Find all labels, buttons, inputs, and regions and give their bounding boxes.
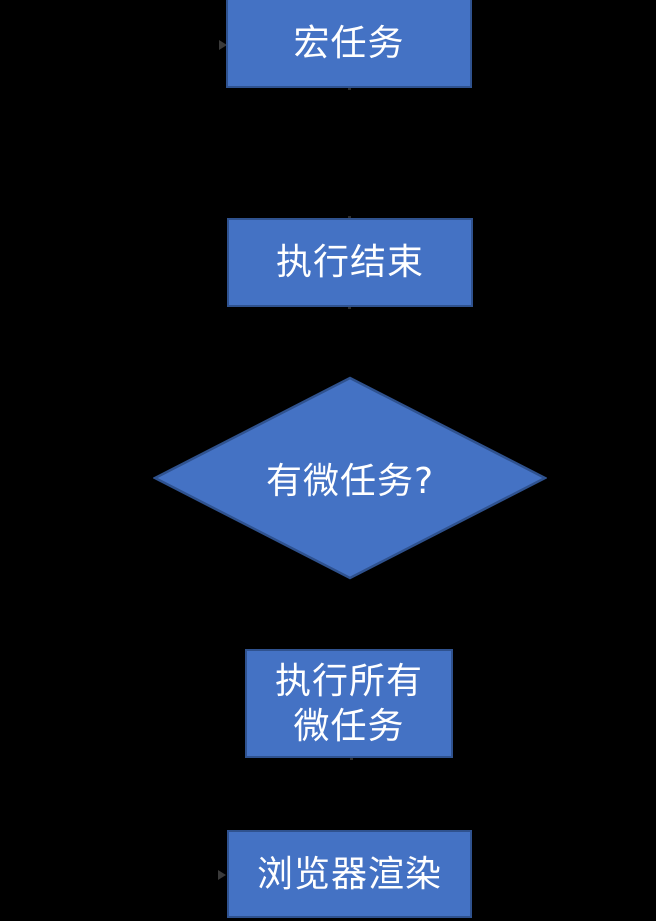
node-execution-end: 执行结束: [227, 218, 473, 307]
node-has-microtasks: 有微任务?: [153, 376, 547, 580]
connector-stub-top: [348, 87, 351, 90]
connector-stub-end-bottom: [348, 306, 351, 309]
node-execution-end-label: 执行结束: [275, 242, 424, 283]
decision-diamond-shape: [153, 376, 547, 580]
connector-stub-microtasks-bottom: [350, 757, 353, 760]
node-browser-render: 浏览器渲染: [227, 830, 472, 918]
node-has-microtasks-label: 有微任务?: [265, 461, 435, 502]
connector-stub-end-top: [348, 216, 351, 219]
node-macro-task-label: 宏任务: [293, 22, 405, 64]
connector-render-loop-to-macro: [39, 44, 227, 876]
node-run-all-microtasks: 执行所有 微任务: [245, 649, 453, 758]
arrowhead-remnant-render-left: [218, 870, 226, 880]
node-macro-task: 宏任务: [226, 0, 472, 88]
decision-diamond-polygon: [153, 376, 547, 580]
arrowhead-remnant-macro-left: [219, 40, 227, 50]
node-browser-render-label: 浏览器渲染: [256, 853, 442, 895]
node-run-all-microtasks-label: 执行所有 微任务: [274, 660, 423, 747]
